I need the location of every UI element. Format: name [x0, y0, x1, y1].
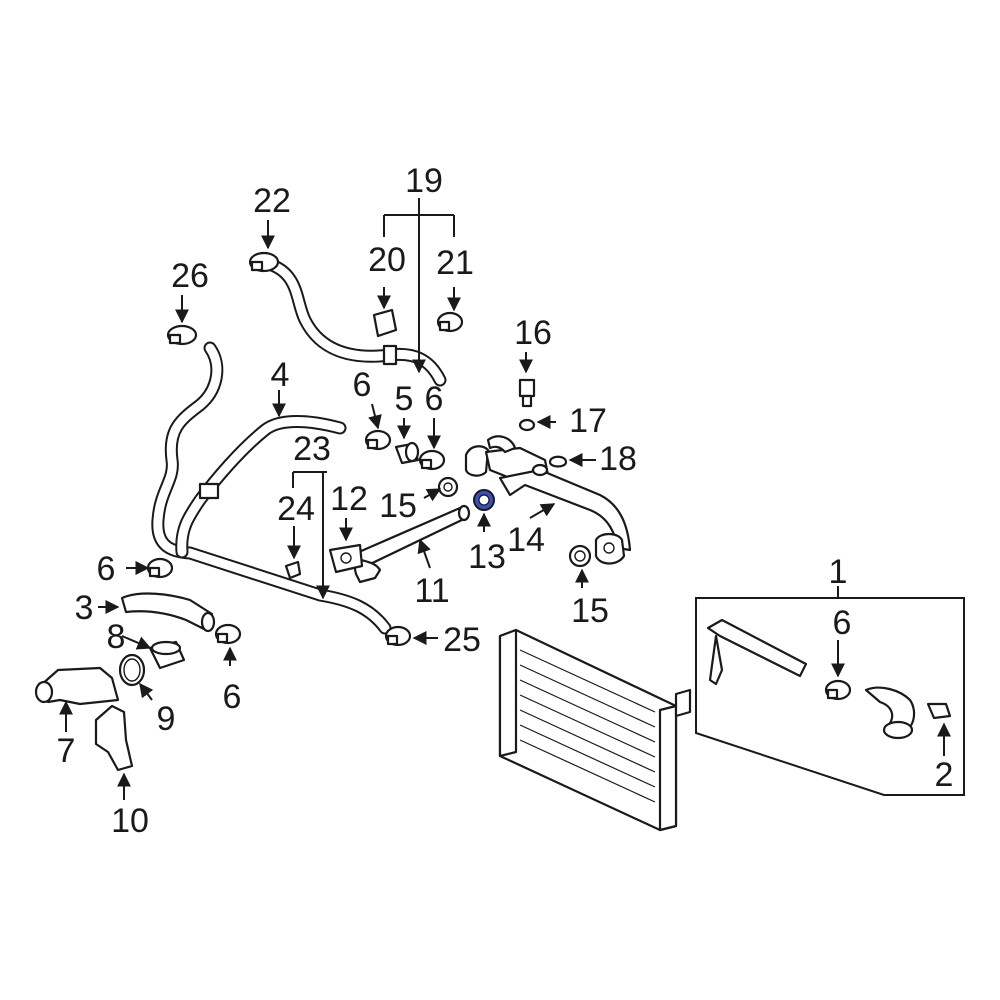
retaining-clip-18[interactable] [548, 455, 568, 468]
hose-clamp-6-center-left[interactable] [364, 429, 392, 451]
callout-7: 7 [57, 732, 76, 770]
callout-6-center-left: 6 [353, 366, 372, 404]
callout-17: 17 [569, 402, 607, 440]
callout-15-upper: 15 [379, 487, 417, 525]
callout-2: 2 [935, 756, 954, 794]
callout-20: 20 [368, 241, 406, 279]
heat-shield-10[interactable] [94, 704, 134, 772]
hose-clamp-25[interactable] [384, 625, 412, 647]
callout-3: 3 [75, 589, 94, 627]
callout-25: 25 [443, 621, 481, 659]
hose-clamp-21[interactable] [436, 311, 464, 333]
kit-elbow-hose[interactable] [864, 686, 916, 740]
callout-15-lower: 15 [571, 592, 609, 630]
callout-5: 5 [395, 380, 414, 418]
clip-20[interactable] [372, 308, 398, 338]
callout-26: 26 [171, 257, 209, 295]
callout-23: 23 [293, 430, 331, 468]
callout-6-lower: 6 [223, 678, 242, 716]
seal-13-highlighted[interactable] [473, 489, 495, 511]
callout-10: 10 [111, 802, 149, 840]
retaining-clip-2[interactable] [926, 702, 952, 720]
callout-12: 12 [330, 480, 368, 518]
thermostat-housing-7[interactable] [34, 666, 120, 706]
temperature-sensor-16[interactable] [518, 378, 536, 408]
hose-clamp-26[interactable] [166, 324, 198, 346]
leader-lines [59, 198, 951, 800]
callout-16: 16 [514, 314, 552, 352]
callout-14: 14 [507, 521, 545, 559]
callout-24: 24 [277, 490, 315, 528]
callout-18: 18 [599, 440, 637, 478]
hose-clamp-6-center-right[interactable] [418, 449, 446, 471]
gasket-12[interactable] [328, 543, 364, 574]
callout-21: 21 [436, 244, 474, 282]
callout-9: 9 [157, 700, 176, 738]
thermostat-8[interactable] [148, 640, 186, 670]
o-ring-17[interactable] [518, 418, 536, 432]
hose-clamp-6-kit[interactable] [824, 679, 852, 701]
hose-3[interactable] [120, 592, 216, 633]
callout-19: 19 [405, 162, 443, 200]
coolant-hose-4[interactable] [175, 415, 347, 559]
hose-clamp-6-left[interactable] [146, 557, 174, 579]
callout-8: 8 [107, 618, 126, 656]
kit-box-1 [695, 597, 965, 796]
callout-11: 11 [414, 572, 449, 610]
callout-6-kit: 6 [833, 604, 852, 642]
callout-6-left: 6 [97, 550, 116, 588]
callout-22: 22 [253, 182, 291, 220]
callout-labels: 22 19 20 21 26 4 6 5 6 23 24 12 15 13 14… [57, 162, 954, 840]
callout-1: 1 [829, 553, 848, 591]
callout-4: 4 [271, 356, 290, 394]
seal-15-lower[interactable] [568, 544, 592, 568]
bracket-24[interactable] [284, 560, 302, 580]
seal-15-upper[interactable] [437, 476, 459, 498]
o-ring-9[interactable] [118, 653, 146, 687]
upper-hose-19[interactable] [255, 255, 447, 387]
kit-pipe[interactable] [706, 618, 808, 686]
radiator[interactable] [498, 628, 692, 832]
connector-pipe-5[interactable] [394, 441, 420, 465]
callout-13: 13 [468, 538, 506, 576]
coolant-flange-14[interactable] [464, 435, 632, 565]
callout-6-center-right: 6 [425, 380, 444, 418]
hose-clamp-22[interactable] [248, 251, 280, 273]
hose-clamp-6-lower[interactable] [214, 623, 242, 645]
